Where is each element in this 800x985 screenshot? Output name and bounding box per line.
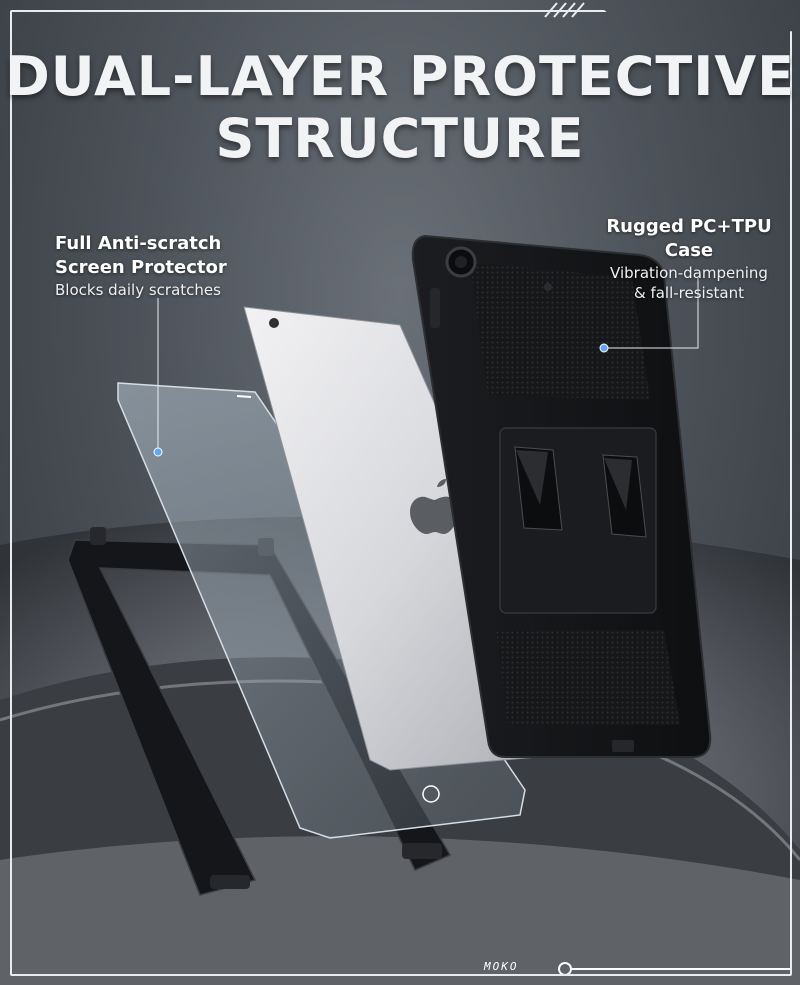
callout-subtext: Blocks daily scratches: [55, 281, 221, 299]
callout-subtext-line-1: Vibration-dampening: [610, 264, 768, 282]
headline: DUAL-LAYER PROTECTIVE STRUCTURE: [0, 46, 800, 170]
callout-heading-line-1: Full Anti-scratch: [55, 233, 222, 254]
screen-protector-callout: Full Anti-scratch Screen Protector Block…: [55, 232, 227, 300]
headline-line-2: STRUCTURE: [215, 107, 585, 170]
corner-stripes: [544, 2, 585, 18]
callout-subtext-line-2: & fall-resistant: [633, 284, 744, 302]
brand-logo: MOKO: [484, 960, 519, 973]
callout-heading: Rugged PC+TPU Case: [606, 216, 772, 261]
callout-leaders: [153, 278, 699, 457]
case-callout: Rugged PC+TPU Case Vibration-dampening &…: [584, 215, 794, 303]
rugged-case: [411, 234, 712, 758]
frame-border: [10, 10, 792, 976]
headline-line-1: DUAL-LAYER PROTECTIVE: [4, 45, 796, 108]
callout-heading-line-2: Screen Protector: [55, 257, 227, 278]
